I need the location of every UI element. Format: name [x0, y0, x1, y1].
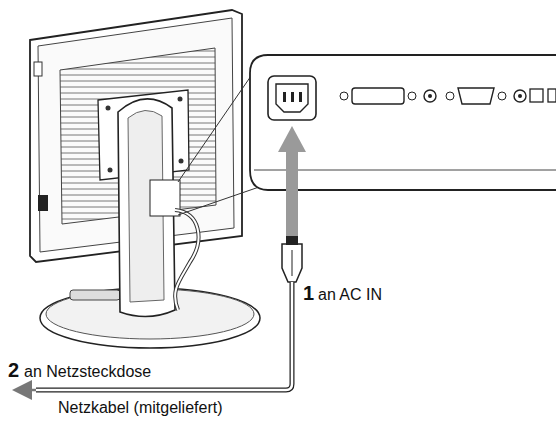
callout-number: 1: [303, 283, 314, 303]
cable-label: Netzkabel (mitgeliefert): [58, 400, 223, 416]
callout-number: 2: [8, 360, 19, 380]
connection-label: an Netzsteckdose: [24, 364, 151, 380]
connection-label: an AC IN: [318, 287, 382, 303]
